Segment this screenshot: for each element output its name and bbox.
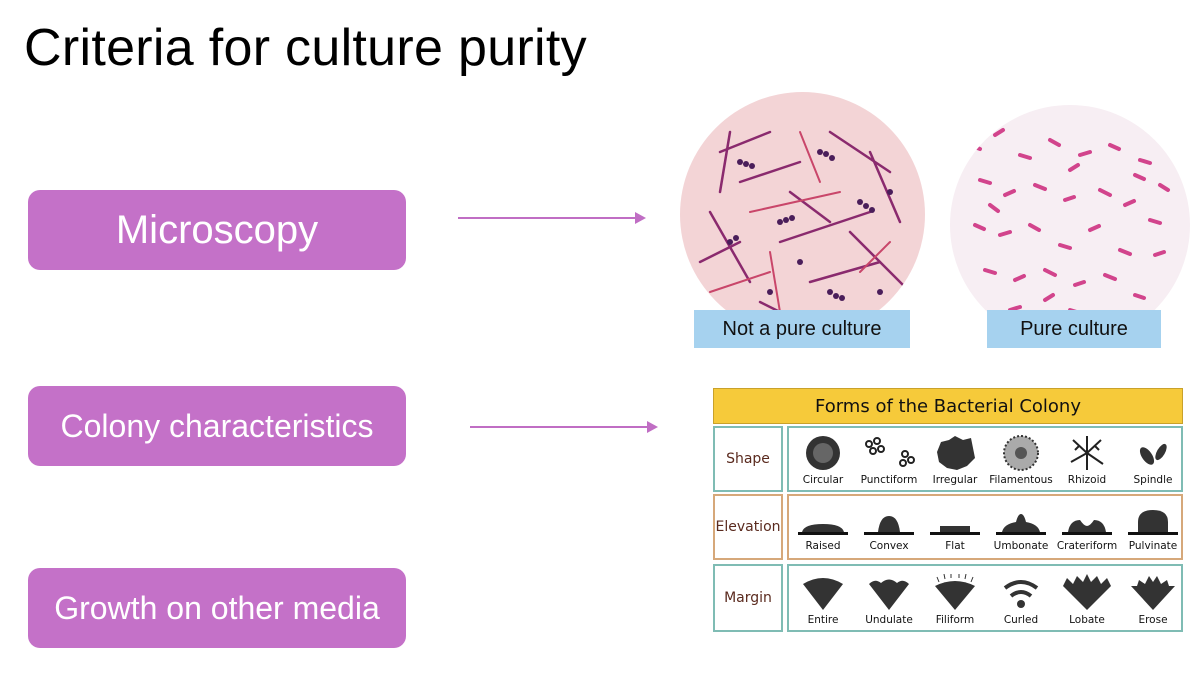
row-elevation: Raised Convex Flat Umbonate Crateriform … [787,494,1183,560]
criterion-microscopy: Microscopy [28,190,406,270]
erose-icon [1131,576,1175,610]
criterion-label: Growth on other media [54,589,380,626]
row-label-margin: Margin [713,564,783,632]
margin-lobate: Lobate [1053,574,1121,626]
convex-icon [864,516,914,535]
irregular-icon [937,436,975,470]
page-title: Criteria for culture purity [24,19,587,77]
pulvinate-icon [1128,510,1178,535]
elevation-raised: Raised [789,506,857,552]
criterion-label: Microscopy [115,207,319,252]
caption-pure: Pure culture [987,310,1161,348]
circular-icon [806,436,840,470]
row-label-shape: Shape [713,426,783,492]
elevation-pulvinate: Pulvinate [1119,506,1187,552]
margin-undulate: Undulate [855,574,923,626]
shape-punctiform: Punctiform [855,434,923,486]
micrograph-mixed-culture [680,92,925,337]
criterion-colony-characteristics: Colony characteristics [28,386,406,466]
shape-spindle: Spindle [1119,434,1187,486]
colony-chart-title: Forms of the Bacterial Colony [713,388,1183,424]
margin-erose: Erose [1119,574,1187,626]
flat-icon [930,526,980,535]
shape-filamentous: Filamentous [987,434,1055,486]
row-shape: Circular Punctiform Irregular Filamentou… [787,426,1183,492]
elevation-flat: Flat [921,506,989,552]
filamentous-icon [1003,435,1039,471]
filiform-icon [935,574,975,610]
umbonate-icon [996,514,1046,535]
margin-entire: Entire [789,574,857,626]
micrograph-pure-culture [950,105,1190,345]
arrow-to-micrographs [458,212,646,224]
arrow-to-colony-chart [470,421,658,433]
colony-forms-chart: Forms of the Bacterial Colony Shape Circ… [713,388,1185,634]
elevation-convex: Convex [855,506,923,552]
crateriform-icon [1062,520,1112,535]
elevation-umbonate: Umbonate [987,506,1055,552]
lobate-icon [1063,574,1111,610]
criterion-growth-other-media: Growth on other media [28,568,406,648]
undulate-icon [869,579,909,610]
punctiform-icon [865,437,915,467]
shape-irregular: Irregular [921,434,989,486]
row-margin: Entire Undulate Filiform Curled Lobate E… [787,564,1183,632]
criterion-label: Colony characteristics [60,407,374,444]
entire-icon [803,578,843,610]
elevation-crateriform: Crateriform [1053,506,1121,552]
spindle-icon [1139,443,1167,465]
shape-circular: Circular [789,434,857,486]
margin-curled: Curled [987,574,1055,626]
curled-icon [1003,580,1039,608]
raised-icon [798,524,848,535]
shape-rhizoid: Rhizoid [1053,434,1121,486]
caption-not-pure: Not a pure culture [694,310,910,348]
row-label-elevation: Elevation [713,494,783,560]
rhizoid-icon [1070,436,1104,470]
margin-filiform: Filiform [921,574,989,626]
